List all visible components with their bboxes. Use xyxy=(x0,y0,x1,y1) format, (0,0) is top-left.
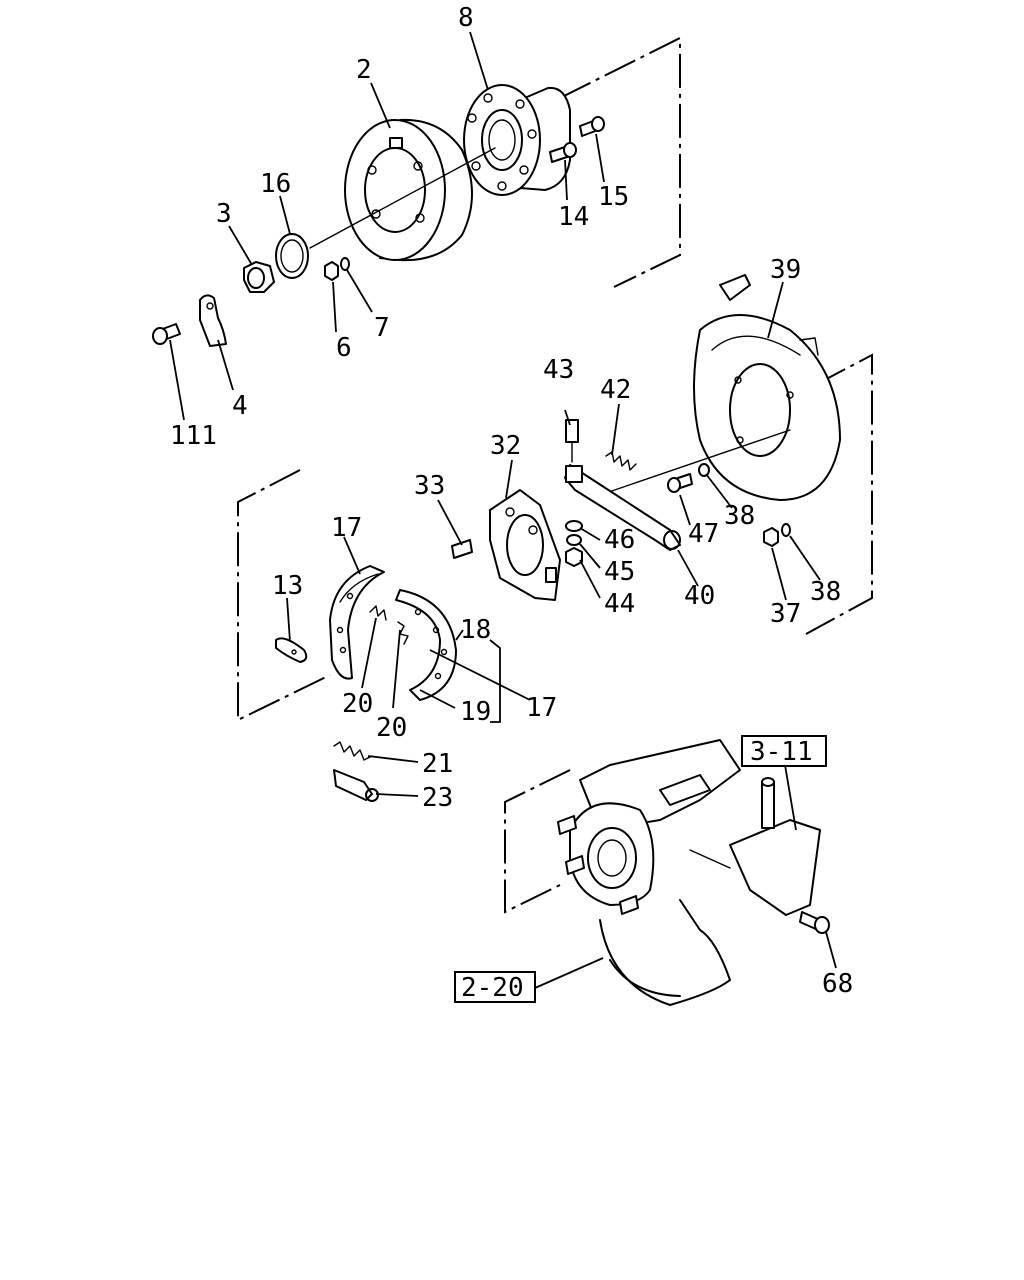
label-14: 14 xyxy=(558,202,589,232)
label-7: 7 xyxy=(374,313,390,343)
axle-housing-part xyxy=(557,739,741,1006)
brake-drum-part xyxy=(344,118,473,262)
label-33: 33 xyxy=(414,471,445,501)
leader-lines xyxy=(169,31,837,989)
hub-group-boundary xyxy=(559,36,681,288)
backing-axis-line xyxy=(599,429,791,496)
return-springs-part xyxy=(369,605,409,645)
axle-group-boundary xyxy=(504,769,571,914)
label-20-right: 20 xyxy=(376,713,407,743)
label-39: 39 xyxy=(770,255,801,285)
label-15: 15 xyxy=(598,182,629,212)
reference-box-3-11[interactable]: 3-11 xyxy=(741,735,827,767)
label-21: 21 xyxy=(422,749,453,779)
label-6: 6 xyxy=(336,333,352,363)
label-19: 19 xyxy=(460,697,491,727)
label-8: 8 xyxy=(458,3,474,33)
adjuster-screw-23-part xyxy=(333,769,379,802)
label-38-upper: 38 xyxy=(724,501,755,531)
adjuster-spring-21-part xyxy=(333,741,373,761)
backing-plate-group-boundary xyxy=(805,353,873,635)
retainer-13-part xyxy=(275,637,308,663)
reference-box-2-20[interactable]: 2-20 xyxy=(454,971,536,1003)
bracket-part xyxy=(199,294,227,347)
label-13: 13 xyxy=(272,571,303,601)
label-16: 16 xyxy=(260,169,291,199)
nut-washer-part xyxy=(324,257,350,281)
shoe-group-boundary xyxy=(237,469,331,722)
hub-bolts-part xyxy=(549,116,605,163)
spring-bracket-part xyxy=(689,777,821,916)
label-4: 4 xyxy=(232,391,248,421)
bolt-68-part xyxy=(799,911,830,934)
label-46: 46 xyxy=(604,525,635,555)
anchor-plate-part xyxy=(489,489,561,601)
label-42: 42 xyxy=(600,375,631,405)
nut-37-part xyxy=(763,523,791,547)
label-68: 68 xyxy=(822,969,853,999)
label-17-lower: 17 xyxy=(526,693,557,723)
label-17-upper: 17 xyxy=(331,513,362,543)
label-37: 37 xyxy=(770,599,801,629)
hub-nut-part xyxy=(243,261,275,293)
nut-washer-stack-part xyxy=(565,520,583,567)
label-43: 43 xyxy=(543,355,574,385)
label-2: 2 xyxy=(356,55,372,85)
adjuster-pin-part xyxy=(451,539,473,559)
spring-42-part xyxy=(605,451,637,471)
label-23: 23 xyxy=(422,783,453,813)
label-44: 44 xyxy=(604,589,635,619)
hub-axis-line xyxy=(309,147,496,249)
bolt-47-part xyxy=(667,463,710,493)
hub-part xyxy=(463,84,571,196)
label-3: 3 xyxy=(216,199,232,229)
label-45: 45 xyxy=(604,557,635,587)
brake-shoe-lower-part xyxy=(395,589,457,701)
label-40: 40 xyxy=(684,581,715,611)
label-111: 111 xyxy=(170,421,217,451)
lever-part xyxy=(564,464,681,551)
bolt-111-part xyxy=(152,323,181,345)
reference-2-20-text: 2-20 xyxy=(461,973,524,1003)
label-18: 18 xyxy=(460,615,491,645)
brake-shoe-upper-part xyxy=(329,565,385,680)
bolt-43-part xyxy=(565,419,579,463)
label-20-left: 20 xyxy=(342,689,373,719)
oring-part xyxy=(275,233,309,279)
reference-3-11-text: 3-11 xyxy=(750,737,813,767)
backing-plate-part xyxy=(693,274,841,501)
label-38-lower: 38 xyxy=(810,577,841,607)
label-32: 32 xyxy=(490,431,521,461)
label-47: 47 xyxy=(688,519,719,549)
